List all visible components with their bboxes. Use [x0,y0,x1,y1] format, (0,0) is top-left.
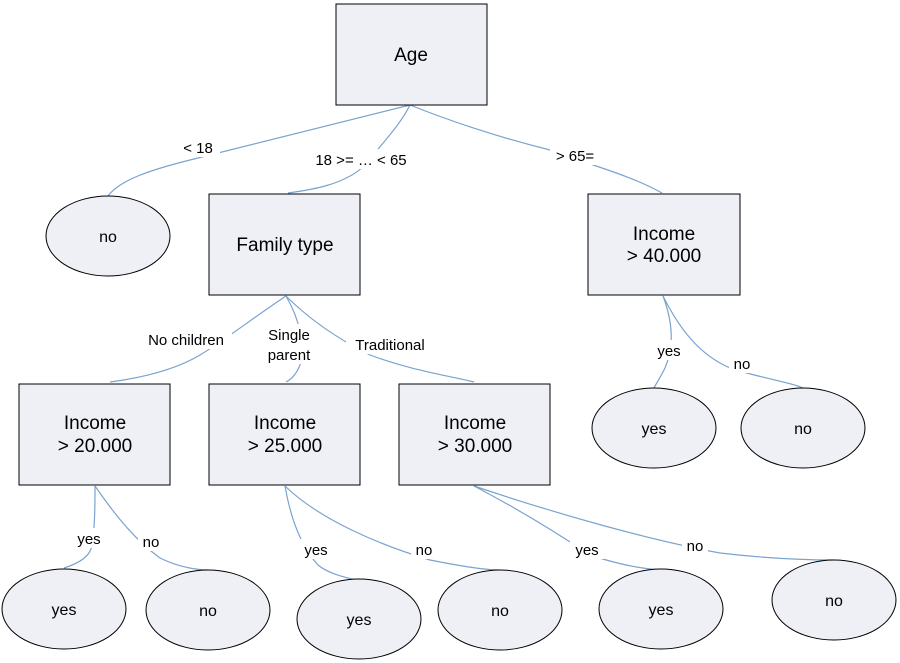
leaf-income20-no-label: no [199,603,217,620]
edge-family-traditional [285,295,475,383]
edge-i30-yes [473,485,662,571]
edge-label-i40-yes: yes [657,343,680,360]
edge-label-i25-yes: yes [304,542,327,559]
node-income-20-line1: Income [64,413,126,434]
leaf-income30-yes: yes [598,568,724,650]
edge-family-nochildren [109,295,287,383]
leaf-income20-no: no [145,569,271,651]
edge-label-traditional: Traditional [355,337,424,354]
node-income-20: Income > 20.000 [18,383,171,486]
node-income-25: Income > 25.000 [208,383,361,486]
edge-age-gt65 [409,104,663,194]
edge-label-lt18: < 18 [183,140,213,157]
leaf-age-lt18: no [45,195,171,277]
edge-family-single [285,295,303,383]
leaf-income40-no: no [740,387,866,469]
node-income-40-line1: Income [633,224,695,245]
leaf-income25-no-label: no [491,603,509,620]
edge-label-i25-no: no [416,542,433,559]
node-income-30-line1: Income [444,413,506,434]
edge-i40-yes [653,295,672,389]
node-family-type-label: Family type [236,235,333,256]
leaf-income20-yes-label: yes [52,602,77,619]
edge-i20-no [94,485,209,571]
leaf-income25-yes-label: yes [347,612,372,629]
node-income-30: Income > 30.000 [398,383,551,486]
node-income-25-line1: Income [254,413,316,434]
edge-label-single-parent-line1: Single [268,327,310,344]
edge-i25-yes [284,485,360,582]
node-income-30-line2: > 30.000 [438,436,513,457]
edge-i20-yes [63,485,96,569]
edge-label-i30-no: no [687,538,704,555]
node-income-20-line2: > 20.000 [58,436,133,457]
leaf-income40-no-label: no [794,421,812,438]
leaf-income40-yes-label: yes [642,421,667,438]
leaf-income30-no: no [771,559,897,641]
edge-label-i30-yes: yes [575,542,598,559]
leaf-income25-yes: yes [296,578,422,660]
edge-label-i40-no: no [734,356,751,373]
node-income-40-line2: > 40.000 [627,246,702,267]
node-family-type: Family type [208,193,361,296]
leaf-income25-no: no [437,569,563,651]
leaf-income20-yes: yes [1,568,127,650]
edge-label-i20-no: no [143,534,160,551]
edge-label-mid: 18 >= … < 65 [315,152,406,169]
edge-label-single-parent-line2: parent [268,347,311,364]
node-age: Age [335,3,488,106]
node-age-label: Age [394,45,428,66]
edge-label-gt65: > 65= [556,148,595,165]
edge-i30-no [473,485,835,561]
edge-label-no-children: No children [148,332,224,349]
node-income-40: Income > 40.000 [587,193,741,296]
leaf-age-lt18-label: no [99,229,117,246]
leaf-income30-yes-label: yes [649,602,674,619]
edge-labels: < 18 18 >= … < 65 > 65= No children Sing… [72,137,755,559]
leaf-income40-yes: yes [591,387,717,469]
edge-label-i20-yes: yes [77,531,100,548]
node-income-25-line2: > 25.000 [248,436,323,457]
leaf-income30-no-label: no [825,593,843,610]
